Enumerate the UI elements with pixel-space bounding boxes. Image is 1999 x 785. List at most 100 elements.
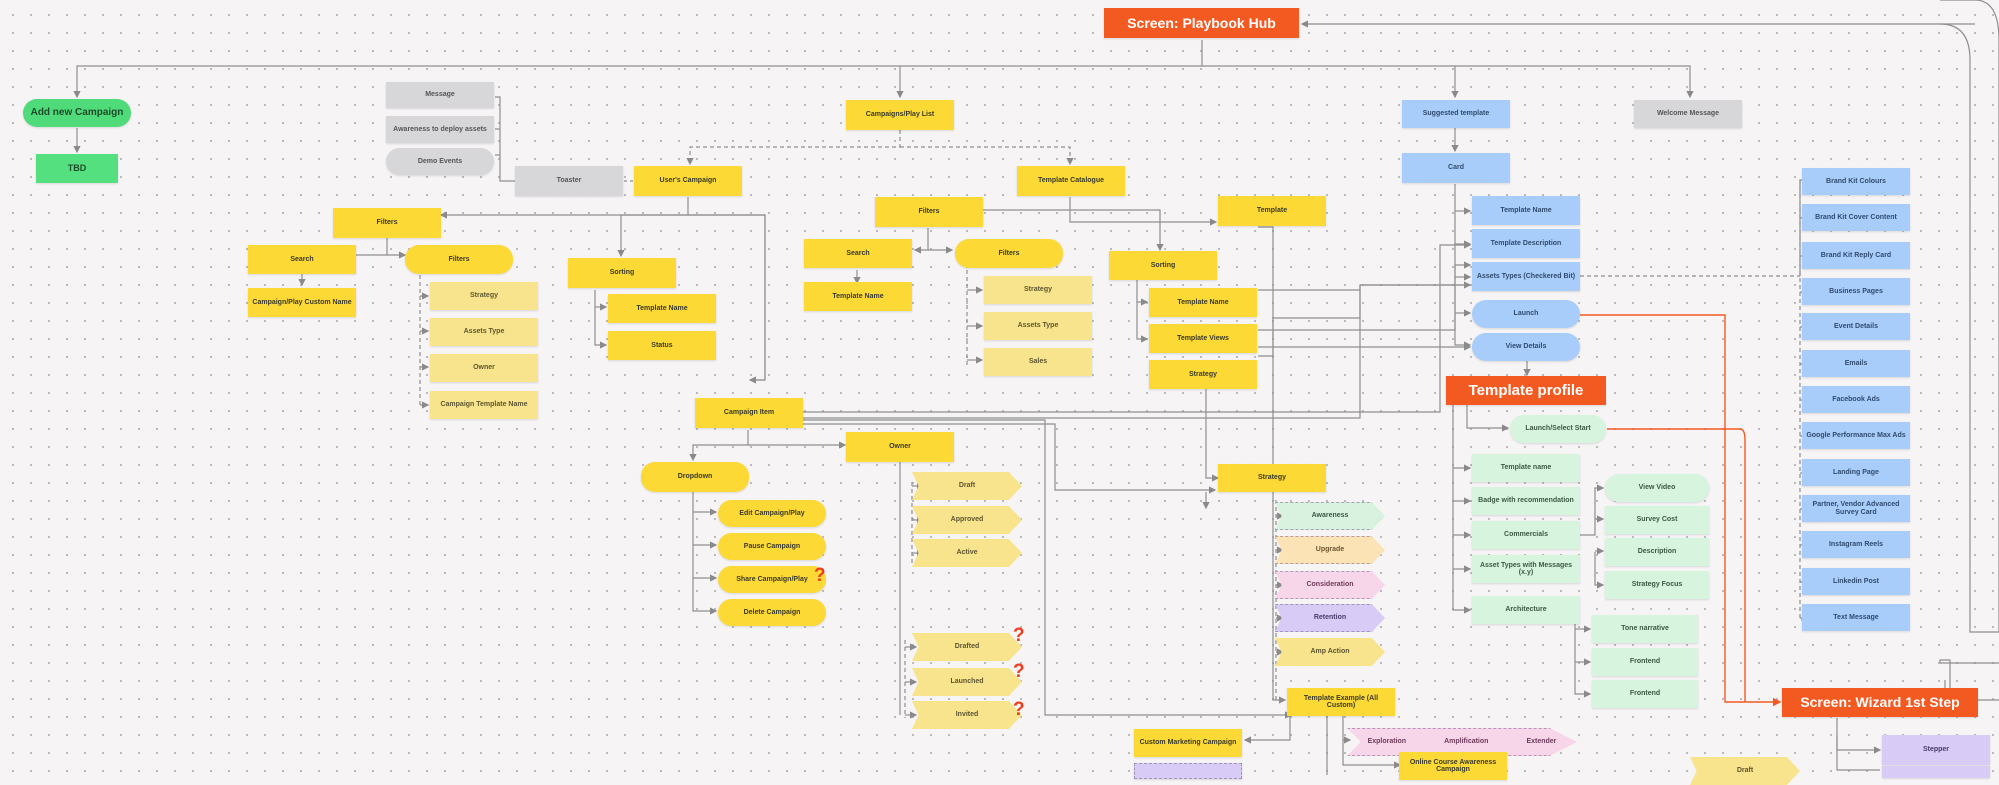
filter-campaign-template-name-node[interactable]: Campaign Template Name: [430, 391, 538, 419]
pause-campaign-node[interactable]: Pause Campaign: [718, 533, 826, 560]
launch-node[interactable]: Launch: [1472, 300, 1580, 328]
filters-node[interactable]: Filters: [333, 208, 441, 238]
template-node[interactable]: Template: [1218, 196, 1326, 226]
search-node[interactable]: Search: [248, 245, 356, 274]
business-pages-node[interactable]: Business Pages: [1802, 278, 1910, 305]
catalogue-filter-assets-type-node[interactable]: Assets Type: [984, 312, 1092, 340]
catalogue-filter-options-node[interactable]: Filters: [955, 239, 1063, 268]
stepper-node[interactable]: Stepper: [1882, 735, 1990, 765]
text-message-node[interactable]: Text Message: [1802, 604, 1910, 631]
catalogue-filter-strategy-node[interactable]: Strategy: [984, 276, 1092, 304]
status-invited-tag[interactable]: Invited: [912, 701, 1022, 729]
template-example-node[interactable]: Template Example (All Custom): [1287, 688, 1395, 716]
card-assets-types-node[interactable]: Assets Types (Checkered Bit): [1472, 262, 1580, 291]
catalogue-template-name-node[interactable]: Template Name: [804, 282, 912, 311]
awareness-tag[interactable]: Awareness: [1275, 502, 1385, 530]
draft-tag[interactable]: Draft: [1690, 757, 1800, 785]
profile-survey-cost-node[interactable]: Survey Cost: [1605, 506, 1709, 534]
brand-kit-reply-card-node[interactable]: Brand Kit Reply Card: [1802, 242, 1910, 269]
landing-page-node[interactable]: Landing Page: [1802, 459, 1910, 486]
profile-asset-types-node[interactable]: Asset Types with Messages (x.y): [1472, 555, 1580, 583]
launch-select-start-node[interactable]: Launch/Select Start: [1510, 415, 1606, 443]
sort-template-name-node[interactable]: Template Name: [608, 294, 716, 323]
custom-marketing-campaign-node[interactable]: Custom Marketing Campaign: [1134, 729, 1242, 757]
view-details-node[interactable]: View Details: [1472, 333, 1580, 361]
consideration-tag[interactable]: Consideration: [1275, 571, 1385, 599]
campaigns-play-list-node[interactable]: Campaigns/Play List: [846, 100, 954, 130]
template-views-node[interactable]: Template Views: [1149, 324, 1257, 353]
google-performance-max-ads-node[interactable]: Google Performance Max Ads: [1802, 422, 1910, 449]
profile-view-video-node[interactable]: View Video: [1605, 474, 1709, 502]
edit-campaign-node[interactable]: Edit Campaign/Play: [718, 500, 826, 527]
catalogue-strategy-node[interactable]: Strategy: [1149, 360, 1257, 389]
profile-architecture-node[interactable]: Architecture: [1472, 596, 1580, 624]
profile-commercials-node[interactable]: Commercials: [1472, 521, 1580, 549]
delete-campaign-node[interactable]: Delete Campaign: [718, 599, 826, 626]
custom-marketing-child-node[interactable]: [1134, 763, 1242, 779]
emails-node[interactable]: Emails: [1802, 350, 1910, 377]
filter-owner-node[interactable]: Owner: [430, 354, 538, 382]
sort-status-node[interactable]: Status: [608, 331, 716, 360]
filter-assets-type-node[interactable]: Assets Type: [430, 318, 538, 346]
catalogue-filters-node[interactable]: Filters: [875, 197, 983, 227]
suggested-template-node[interactable]: Suggested template: [1402, 100, 1510, 128]
brand-kit-colours-node[interactable]: Brand Kit Colours: [1802, 168, 1910, 195]
status-approved-tag[interactable]: Approved: [912, 506, 1022, 534]
catalogue-search-node[interactable]: Search: [804, 239, 912, 268]
filter-strategy-node[interactable]: Strategy: [430, 282, 538, 310]
awareness-deploy-assets-node[interactable]: Awareness to deploy assets: [386, 116, 494, 143]
status-active-tag[interactable]: Active: [912, 539, 1022, 567]
profile-frontend-2-node[interactable]: Frontend: [1592, 680, 1698, 708]
message-node[interactable]: Message: [386, 82, 494, 108]
template-profile-node[interactable]: Template profile: [1446, 376, 1606, 405]
online-course-awareness-campaign-node[interactable]: Online Course Awareness Campaign: [1399, 752, 1507, 780]
amp-action-tag[interactable]: Amp Action: [1275, 638, 1385, 666]
retention-tag[interactable]: Retention: [1275, 604, 1385, 632]
brand-kit-cover-content-node[interactable]: Brand Kit Cover Content: [1802, 204, 1910, 231]
campaign-item-node[interactable]: Campaign Item: [695, 398, 803, 428]
welcome-message-node[interactable]: Welcome Message: [1634, 100, 1742, 128]
profile-frontend-node[interactable]: Frontend: [1592, 648, 1698, 676]
question-mark-icon: ?: [1013, 699, 1025, 720]
template-catalogue-node[interactable]: Template Catalogue: [1017, 166, 1125, 196]
sorting-node[interactable]: Sorting: [568, 258, 676, 288]
screen-playbook-hub-node[interactable]: Screen: Playbook Hub: [1104, 8, 1299, 38]
share-campaign-node[interactable]: Share Campaign/Play: [718, 566, 826, 593]
filters-options-node[interactable]: Filters: [405, 245, 513, 274]
stepper-child-node[interactable]: [1882, 766, 1990, 778]
status-drafted-tag[interactable]: Drafted: [912, 633, 1022, 661]
catalogue-sorting-node[interactable]: Sorting: [1109, 251, 1217, 280]
linkedin-post-node[interactable]: Linkedin Post: [1802, 568, 1910, 595]
catalogue-filter-sales-node[interactable]: Sales: [984, 348, 1092, 376]
demo-events-node[interactable]: Demo Events: [386, 148, 494, 175]
facebook-ads-node[interactable]: Facebook Ads: [1802, 386, 1910, 413]
campaign-play-custom-name-node[interactable]: Campaign/Play Custom Name: [248, 288, 356, 317]
instagram-reels-node[interactable]: Instagram Reels: [1802, 531, 1910, 558]
status-draft-tag[interactable]: Draft: [912, 472, 1022, 500]
amplification-label: Amplification: [1444, 738, 1489, 746]
partner-vendor-survey-card-node[interactable]: Partner, Vendor Advanced Survey Card: [1802, 495, 1910, 522]
profile-strategy-focus-node[interactable]: Strategy Focus: [1605, 571, 1709, 599]
tbd-node[interactable]: TBD: [36, 154, 118, 183]
add-new-campaign-node[interactable]: Add new Campaign: [23, 99, 131, 127]
dropdown-node[interactable]: Dropdown: [641, 462, 749, 492]
status-launched-tag[interactable]: Launched: [912, 668, 1022, 696]
exploration-label: Exploration: [1367, 738, 1407, 746]
toaster-node[interactable]: Toaster: [515, 166, 623, 196]
profile-description-node[interactable]: Description: [1605, 538, 1709, 566]
card-template-description-node[interactable]: Template Description: [1472, 229, 1580, 258]
strategy-stages-tag[interactable]: Exploration Amplification Extender: [1347, 728, 1577, 756]
catalogue-sort-template-name-node[interactable]: Template Name: [1149, 288, 1257, 317]
card-node[interactable]: Card: [1402, 153, 1510, 183]
owner-node[interactable]: Owner: [846, 432, 954, 462]
card-template-name-node[interactable]: Template Name: [1472, 196, 1580, 225]
profile-tone-narrative-node[interactable]: Tone narrative: [1592, 615, 1698, 643]
event-details-node[interactable]: Event Details: [1802, 313, 1910, 340]
profile-template-name-node[interactable]: Template name: [1472, 454, 1580, 482]
profile-badge-node[interactable]: Badge with recommendation: [1472, 487, 1580, 515]
users-campaign-node[interactable]: User's Campaign: [634, 166, 742, 196]
screen-wizard-first-step-node[interactable]: Screen: Wizard 1st Step: [1782, 688, 1978, 717]
strategy-node[interactable]: Strategy: [1218, 464, 1326, 492]
upgrade-tag[interactable]: Upgrade: [1275, 536, 1385, 564]
